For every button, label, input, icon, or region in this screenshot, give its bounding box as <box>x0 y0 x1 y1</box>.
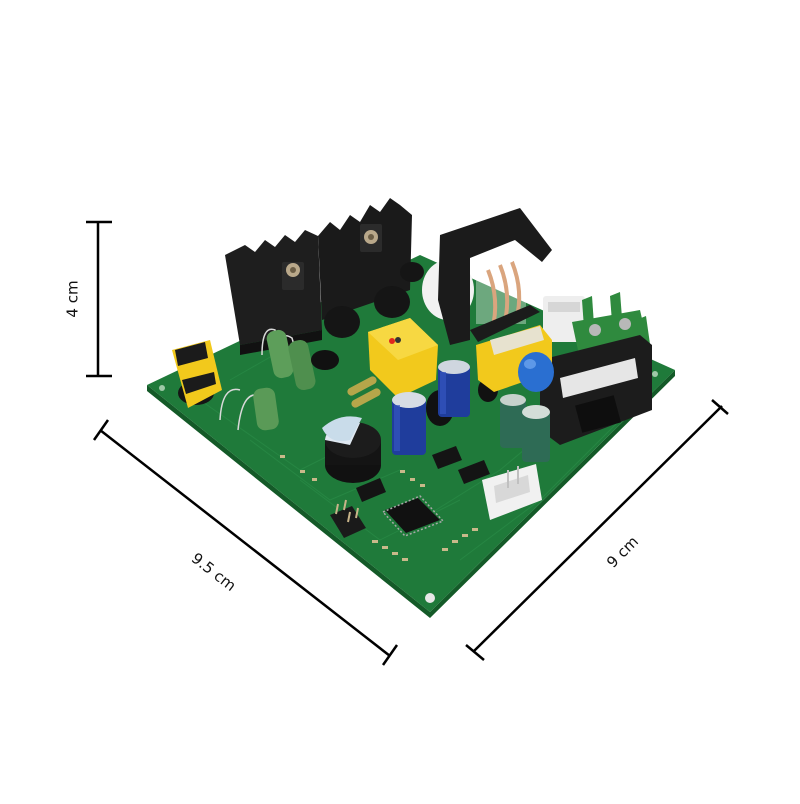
teal-electrolytic-cap-1 <box>500 394 526 448</box>
blue-ceramic-cap <box>518 352 554 392</box>
small-transformer-yellow <box>172 340 222 408</box>
buzzer <box>322 416 381 483</box>
microcontroller-qfp <box>381 495 445 537</box>
blue-electrolytic-cap-1 <box>438 360 470 417</box>
yellow-capacitor-box <box>368 318 438 398</box>
teal-electrolytic-cap-2 <box>522 405 550 462</box>
dimension-label-height: 4 cm <box>63 280 82 318</box>
white-2pin-connector <box>482 464 542 520</box>
dimension-height <box>86 220 112 378</box>
component-label <box>490 326 544 355</box>
mounting-hole <box>425 593 435 603</box>
mounting-hole <box>652 371 658 377</box>
ferrite-transformer <box>540 335 652 445</box>
dimension-width <box>465 399 729 661</box>
component-label <box>560 358 638 398</box>
dimension-length <box>92 419 399 666</box>
blue-electrolytic-cap-2 <box>392 392 426 455</box>
mounting-hole <box>159 385 165 391</box>
smd-components <box>280 455 478 561</box>
pin-header <box>330 499 366 538</box>
power-resistors <box>219 328 316 431</box>
common-mode-choke <box>422 208 552 345</box>
axial-resistors <box>347 376 381 408</box>
soic-chips <box>356 446 490 502</box>
